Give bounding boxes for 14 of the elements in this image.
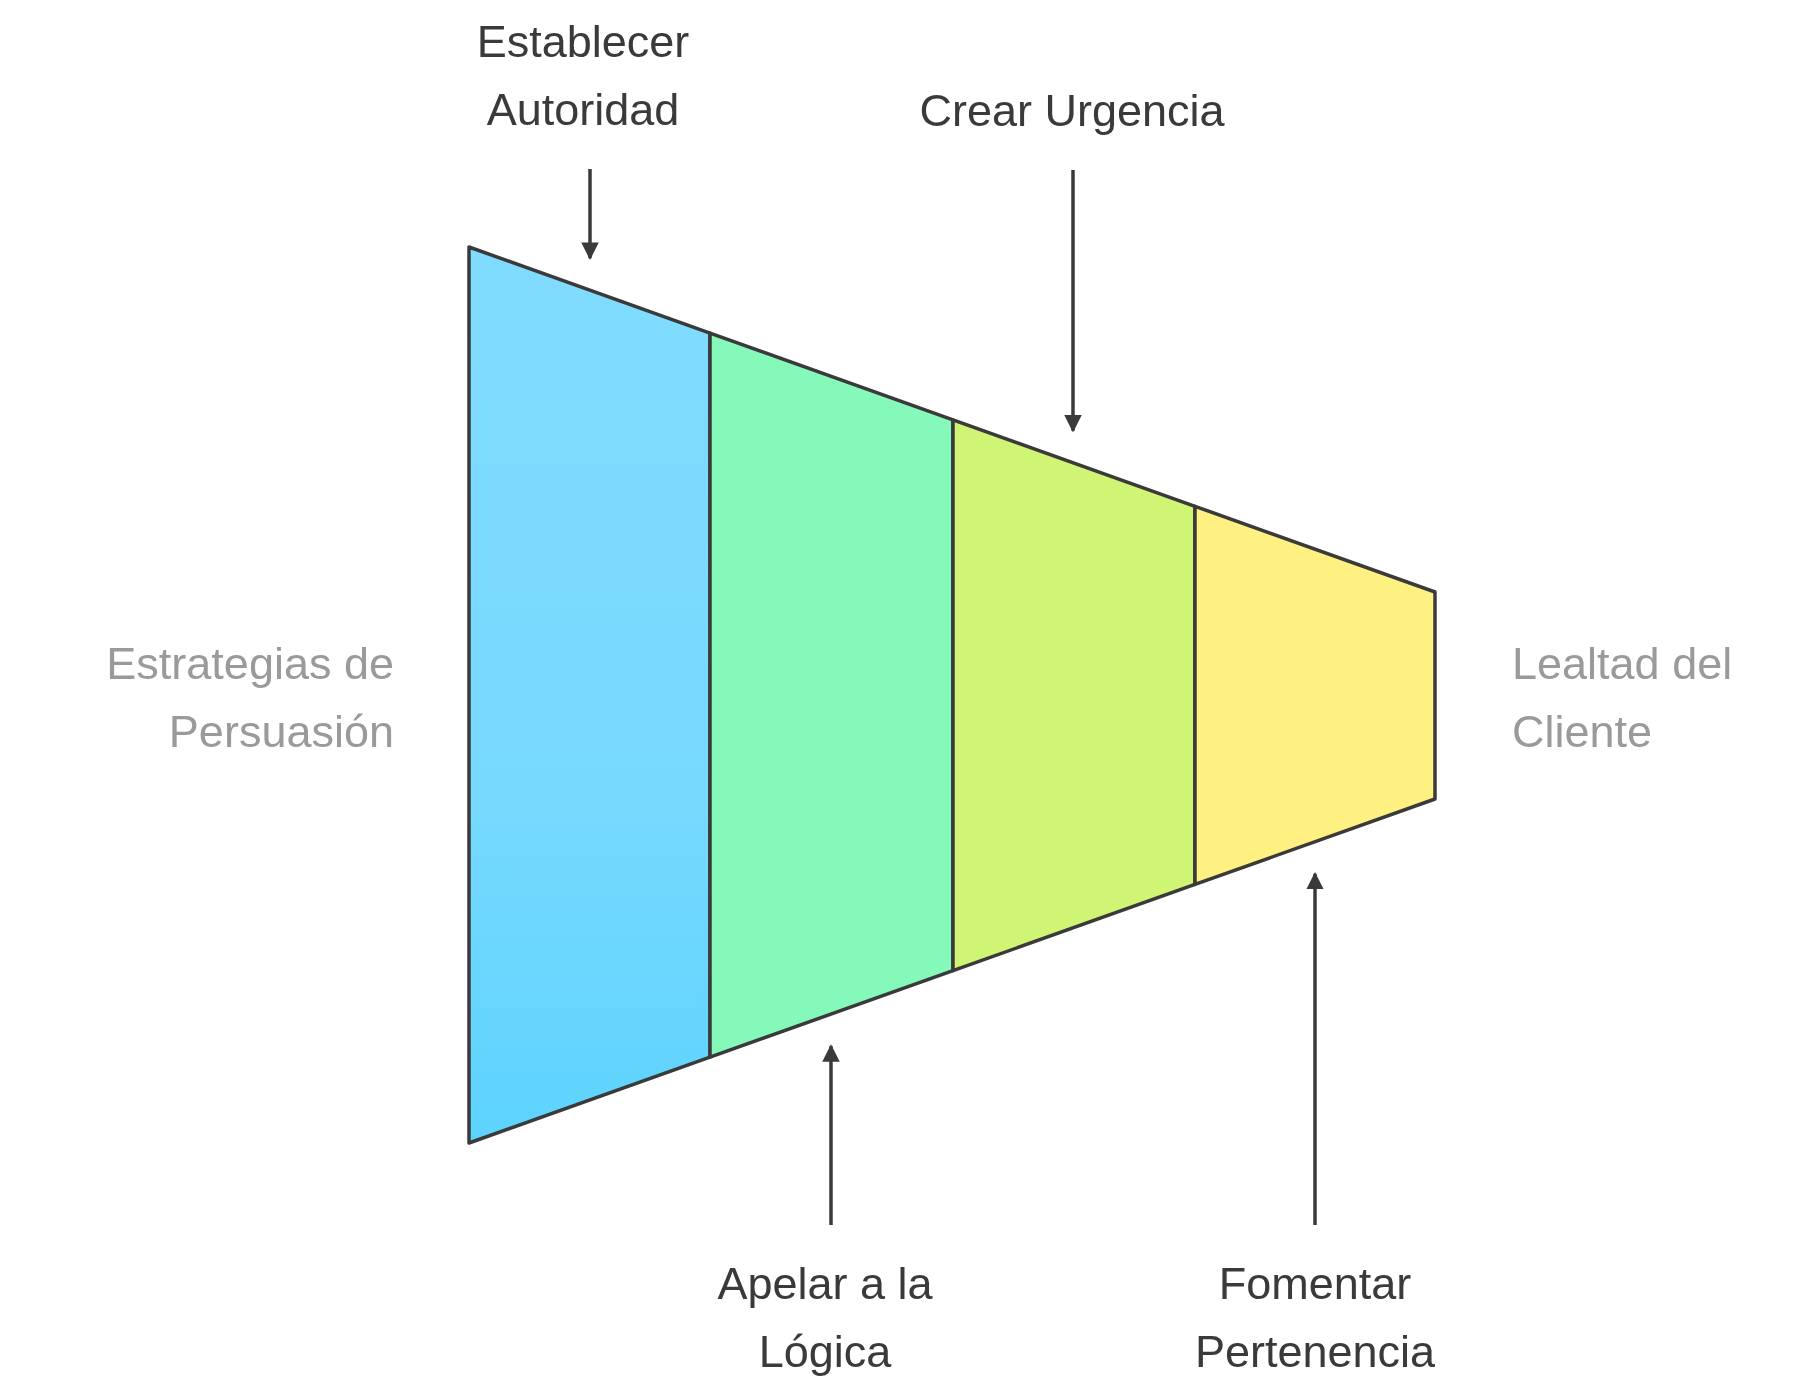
arrow <box>822 1044 840 1225</box>
funnel-segment <box>951 418 1197 973</box>
funnel-segment <box>708 331 955 1059</box>
step-label: Crear Urgencia <box>862 77 1282 145</box>
stage-label: Estrategias de Persuasión <box>105 637 394 759</box>
step-label: Apelar a la Lógica <box>665 1250 985 1381</box>
arrow <box>1064 170 1082 433</box>
arrow <box>1306 872 1324 1225</box>
step-label: Fomentar Pertenencia <box>1145 1250 1485 1381</box>
step-label: Establecer Autoridad <box>433 8 733 144</box>
funnel-segment <box>467 245 712 1145</box>
stage-label: Lealtad del Cliente <box>1512 637 1734 759</box>
arrow <box>581 169 599 260</box>
funnel-segment <box>1193 504 1437 887</box>
